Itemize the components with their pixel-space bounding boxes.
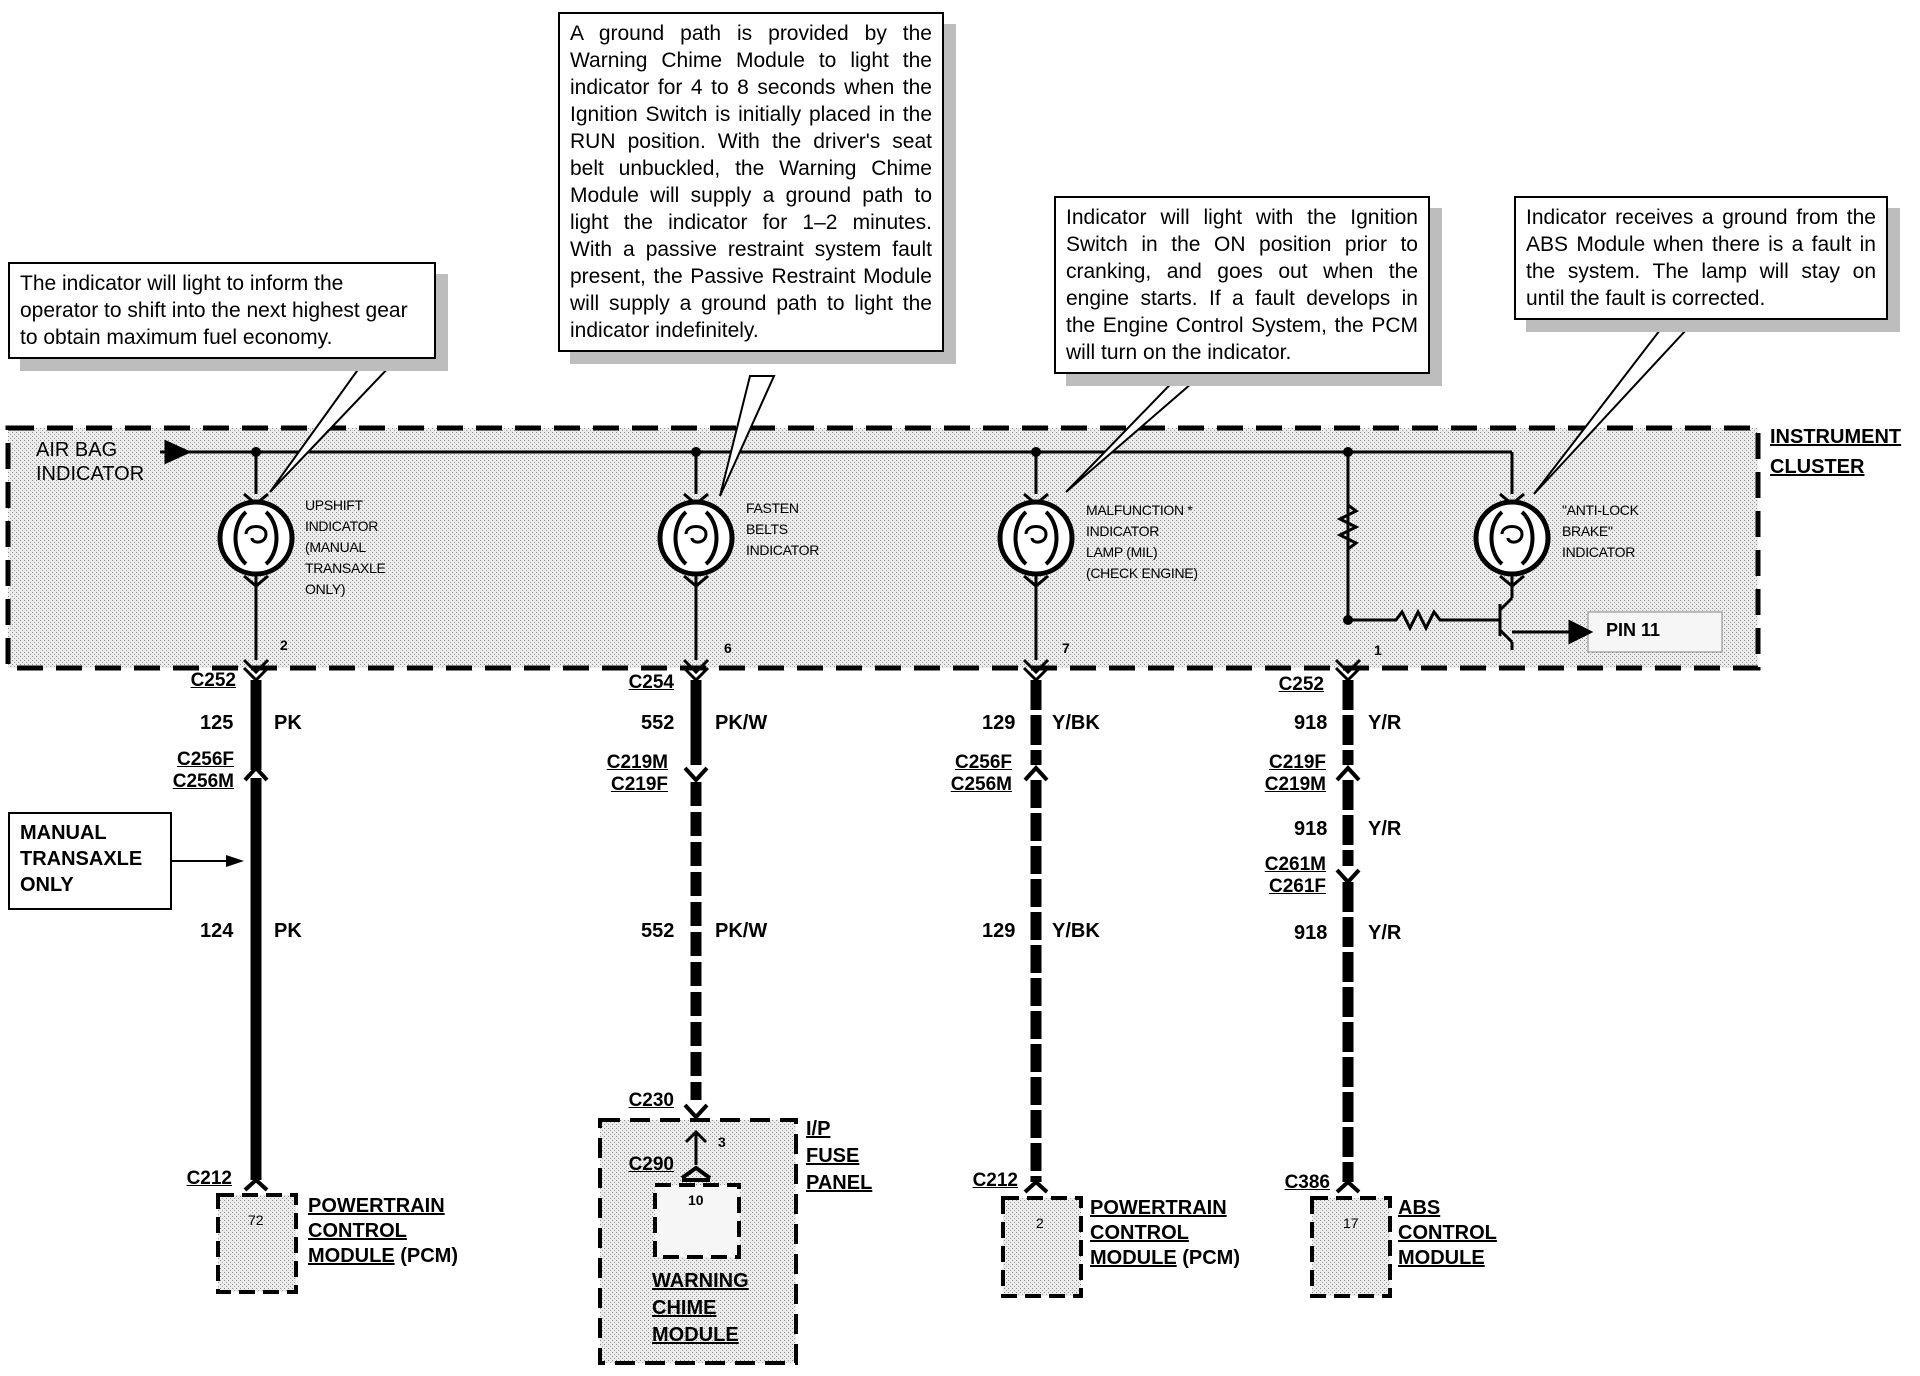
fuse-panel-pin-3: 3 [718, 1134, 726, 1150]
malfunction-indicator-bulb-icon [1000, 502, 1072, 574]
connector-c212-left: C212 [186, 1168, 232, 1189]
chime-pin-10: 10 [688, 1192, 704, 1208]
pcm-module-left [216, 1193, 298, 1294]
connector-c219f-right: C219F [1268, 752, 1326, 773]
air-bag-indicator-label: AIR BAG INDICATOR [36, 439, 145, 485]
feed-bus [160, 439, 1594, 660]
wire-color-ybk-upper: Y/BK [1052, 712, 1100, 734]
connector-c261m: C261M [1264, 854, 1326, 875]
fasten-belts-indicator-bulb-icon [660, 502, 732, 574]
anti-lock-brake-indicator-bulb-icon [1476, 502, 1548, 574]
wire-number-918-lower: 918 [1294, 922, 1328, 944]
connector-c230: C230 [628, 1090, 674, 1111]
manual-transaxle-arrow-icon [226, 855, 244, 867]
wire-circuit-ybk [1022, 658, 1050, 1194]
ip-fuse-panel-label: I/P FUSE PANEL [806, 1118, 873, 1194]
instrument-cluster-region [5, 425, 1761, 671]
cluster-pin-7: 7 [1062, 640, 1070, 656]
junction-dots [251, 447, 1353, 625]
connector-c254: C254 [628, 672, 674, 693]
wire-color-pkw-upper: PK/W [715, 712, 768, 734]
wire-number-552-lower: 552 [641, 920, 675, 942]
connector-c256f-left: C256F [176, 749, 234, 770]
instrument-cluster-label: INSTRUMENT CLUSTER [1770, 426, 1902, 478]
connector-c256m-left: C256M [172, 771, 234, 792]
wire-color-yr-mid: Y/R [1368, 818, 1402, 840]
connector-c252-right: C252 [1278, 674, 1324, 695]
connector-c261f: C261F [1268, 876, 1326, 897]
pcm-module-right [1001, 1196, 1083, 1298]
malfunction-indicator-callout: Indicator will light with the Ignition S… [1054, 196, 1430, 374]
warning-chime-module-label: WARNING CHIME MODULE [652, 1270, 749, 1346]
pin11-box [1587, 611, 1723, 653]
abs-callout: Indicator receives a ground from the ABS… [1514, 196, 1888, 320]
wire-number-124: 124 [200, 920, 234, 942]
wire-number-129-lower: 129 [982, 920, 1016, 942]
wire-circuit-pk [242, 658, 270, 1192]
wire-color-ybk-lower: Y/BK [1052, 920, 1100, 942]
pin11-label: PIN 11 [1606, 620, 1661, 640]
abs-pin-17: 17 [1343, 1215, 1359, 1231]
warning-chime-module-region [653, 1183, 741, 1259]
pcm-module-left-label: POWERTRAIN CONTROL MODULE (PCM) [308, 1195, 458, 1267]
connector-c256f-right: C256F [954, 752, 1012, 773]
connector-c219f-mid: C219F [610, 774, 668, 795]
pcm-module-right-label: POWERTRAIN CONTROL MODULE (PCM) [1090, 1197, 1240, 1269]
wire-color-yr-upper: Y/R [1368, 712, 1402, 734]
cluster-pin-6: 6 [724, 640, 732, 656]
connector-c212-right: C212 [972, 1170, 1018, 1191]
connector-c256m-right: C256M [950, 774, 1012, 795]
wire-circuit-pkw [680, 658, 712, 1182]
wire-number-918-mid: 918 [1294, 818, 1328, 840]
wire-number-552-upper: 552 [641, 712, 675, 734]
fasten-belts-callout: A ground path is provided by the Warning… [558, 12, 944, 352]
connector-c386: C386 [1284, 1172, 1330, 1193]
upshift-callout: The indicator will light to inform the o… [8, 262, 436, 359]
connector-c290: C290 [628, 1154, 674, 1175]
wire-number-918-upper: 918 [1294, 712, 1328, 734]
pcm-pin-2: 2 [1036, 1215, 1044, 1231]
cluster-pin-1: 1 [1374, 642, 1382, 658]
connector-c219m-right: C219M [1264, 774, 1326, 795]
connector-c219m-mid: C219M [606, 752, 668, 773]
abs-module [1310, 1196, 1392, 1298]
cluster-pin-2: 2 [280, 637, 288, 653]
wire-number-129-upper: 129 [982, 712, 1016, 734]
connector-c252-left: C252 [190, 670, 236, 691]
wire-color-pkw-lower: PK/W [715, 920, 768, 942]
abs-control-module-label: ABS CONTROL MODULE [1398, 1197, 1497, 1269]
wire-number-125: 125 [200, 712, 234, 734]
wire-color-yr-lower: Y/R [1368, 922, 1402, 944]
wire-color-pk-upper: PK [274, 712, 302, 734]
pcm-pin-72: 72 [248, 1212, 264, 1228]
wire-circuit-yr [1334, 658, 1362, 1194]
upshift-indicator-bulb-icon [220, 502, 292, 574]
wire-color-pk-lower: PK [274, 920, 302, 942]
